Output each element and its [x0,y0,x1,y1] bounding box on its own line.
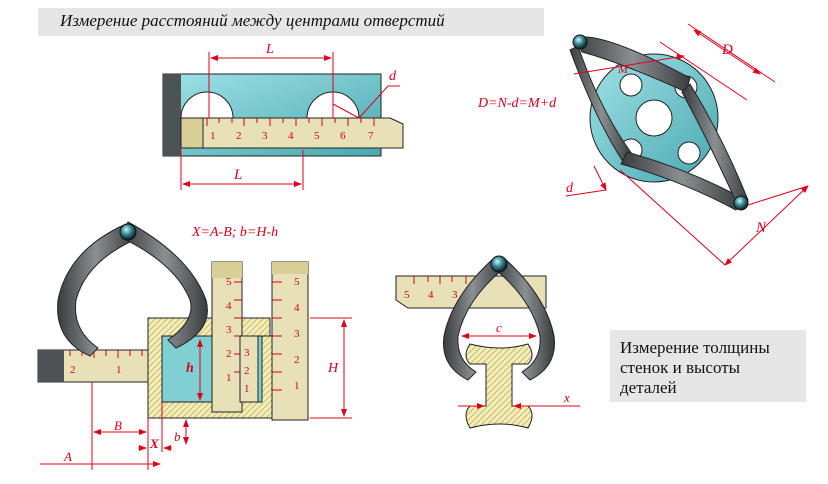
dimension-c: c [496,320,502,335]
left-ruler-label-1: 1 [116,364,122,376]
caption-line-1: Измерение толщины [620,338,770,357]
middle-dimensions: c x [458,320,580,409]
top-ruler-label-6: 6 [340,130,346,142]
dimension-M: M [617,62,629,76]
ruler-a-label-5: 5 [226,276,232,288]
top-ruler-label-5: 5 [314,130,320,142]
horizontal-ruler-left: 2 1 [37,349,151,383]
ruler-a-label-4: 4 [226,300,232,312]
ruler-c-label-3: 3 [244,347,250,359]
title-panel: Измерение расстояний между центрами отве… [38,8,544,36]
dimension-N: N [755,220,767,236]
formula-left: X=A-B; b=H-h [191,225,278,240]
dimension-h: h [186,361,194,376]
disk-dimensions: D M N d D=N-d=M+d [477,23,809,266]
dimension-X: X [149,436,159,451]
middle-caliper [443,255,555,381]
ruler-b-label-3: 3 [294,328,300,340]
ruler-b-label-4: 4 [294,302,300,314]
ruler-a-label-1: 1 [226,372,232,384]
dimension-D: D [721,42,733,58]
top-ruler-label-1: 1 [210,130,216,142]
dimension-d-right: d [566,181,574,196]
middle-ruler-label-4: 4 [428,289,434,301]
dimension-A: A [63,449,72,464]
bottom-left-dimensions: h H B A X b [40,317,352,470]
ruler-a-label-3: 3 [226,324,232,336]
dimension-L-bottom: L [233,167,242,183]
left-ruler-label-2: 2 [70,364,76,376]
vertical-ruler-c: 3 2 1 [239,335,259,403]
middle-ruler-label-5: 5 [404,289,410,301]
dimension-H: H [327,361,339,376]
ruler-c-label-2: 2 [244,365,250,377]
ruler-b-label-2: 2 [294,354,300,366]
ruler-b-label-1: 1 [294,380,300,392]
dimension-x: x [563,390,570,405]
dimension-B: B [114,418,122,433]
top-ruler-label-7: 7 [368,130,374,142]
ruler-b-label-5: 5 [294,276,300,288]
caption-panel: Измерение толщины стенок и высоты детале… [610,330,806,402]
ruler-c-label-1: 1 [244,383,250,395]
ruler-a-label-2: 2 [226,348,232,360]
top-ruler: 1 2 3 4 5 6 7 [180,117,404,149]
dimension-b: b [174,429,181,444]
vertical-ruler-a: 5 4 3 2 1 [211,261,243,413]
top-ruler-label-4: 4 [288,130,294,142]
caption-line-3: деталей [620,378,677,397]
vertical-ruler-b: 5 4 3 2 1 [271,261,309,421]
dimension-d-top: d [389,69,397,84]
i-beam-part [465,343,533,429]
middle-ruler-label-3: 3 [452,289,458,301]
caption-line-2: стенок и высоты [620,358,741,377]
top-dimensions: L L d [180,42,400,190]
top-ruler-label-3: 3 [262,130,268,142]
dimension-L-top: L [265,42,274,57]
outside-caliper-left [57,221,208,357]
page-title: Измерение расстояний между центрами отве… [60,11,445,30]
top-ruler-label-2: 2 [236,130,242,142]
formula-right: D=N-d=M+d [477,96,557,111]
